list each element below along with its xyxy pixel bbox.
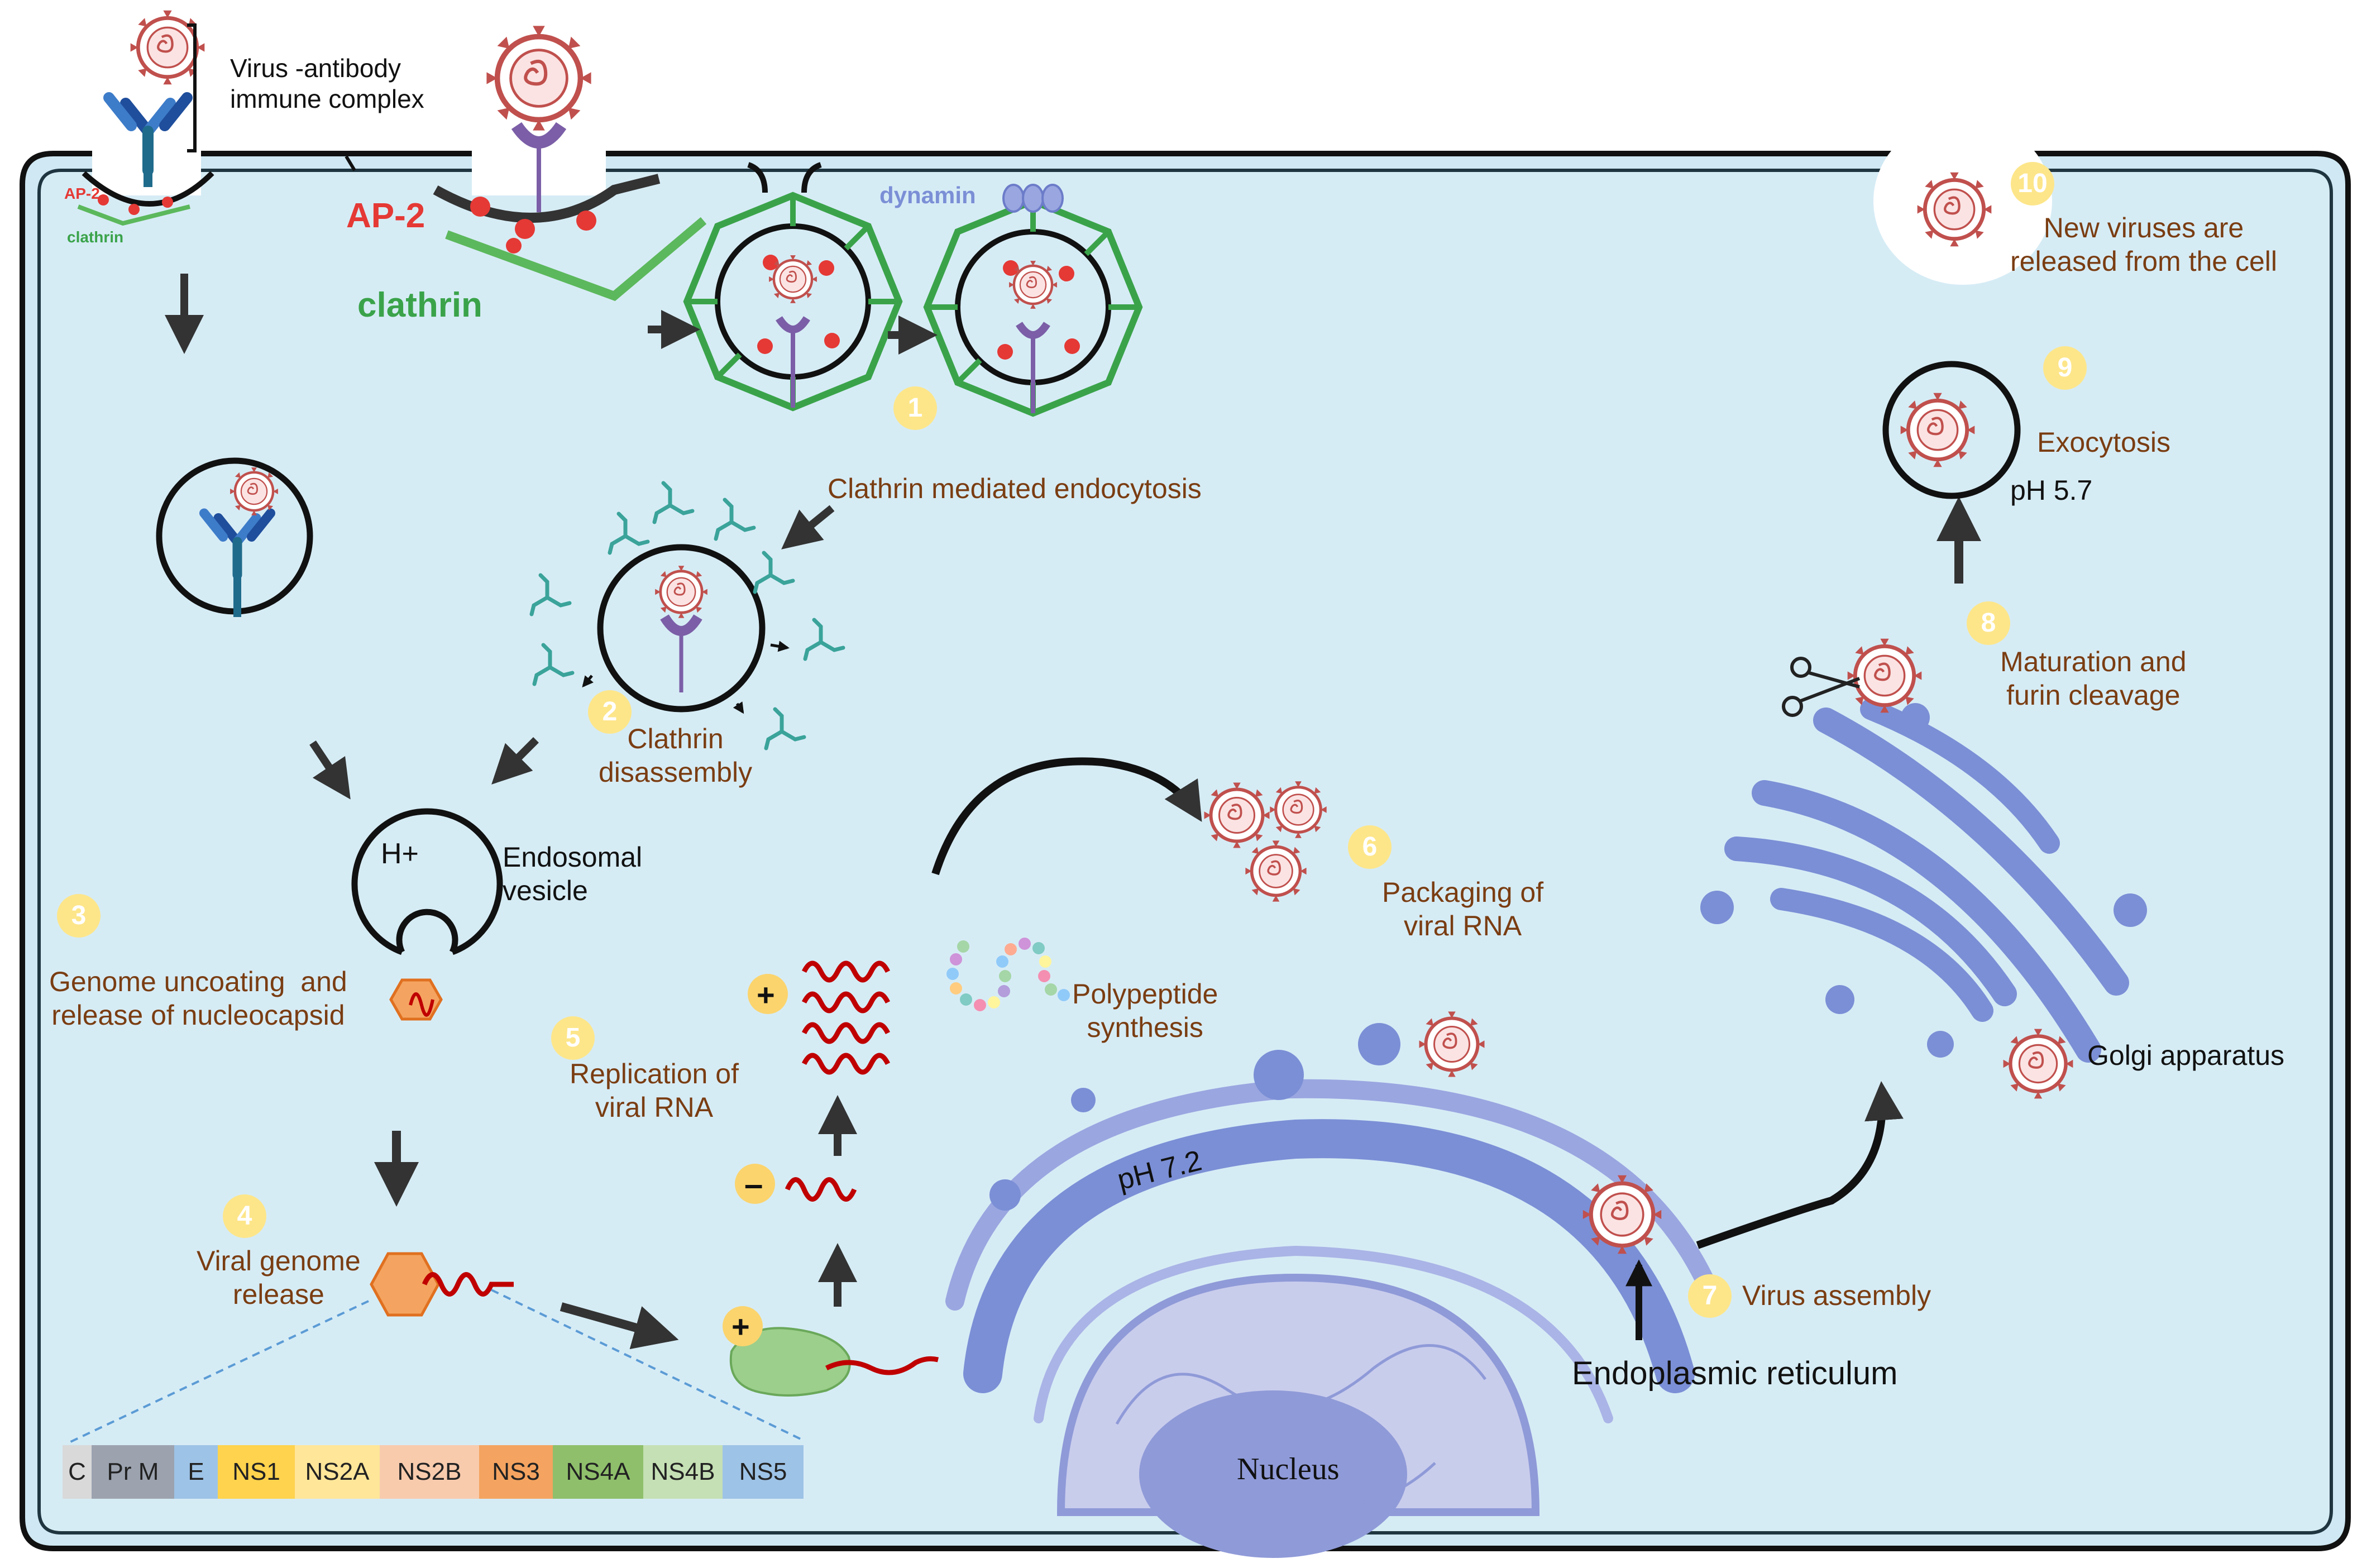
step-badge-6: 6 — [1348, 825, 1392, 869]
clathrin-large-label: clathrin — [357, 286, 482, 324]
ap2-large-label: AP-2 — [346, 197, 425, 235]
genome-segment-ns4b: NS4B — [643, 1445, 723, 1499]
step-badge-3: 3 — [57, 894, 101, 938]
genome-segment-ns4a: NS4A — [553, 1445, 643, 1499]
clathrin-mediated-endocytosis-label: Clathrin mediated endocytosis — [828, 473, 1202, 504]
viral-genome-bar: C Pr M E NS1 NS2A NS2B NS3 NS4A NS4B NS5 — [63, 1445, 804, 1499]
plus-strand-sign-bottom: + — [731, 1309, 750, 1344]
step-badge-10: 10 — [2011, 162, 2054, 205]
step-badge-9: 9 — [2043, 346, 2087, 390]
genome-segment-prm: Pr M — [92, 1445, 174, 1499]
step-badge-2: 2 — [588, 690, 632, 734]
clathrin-disassembly-label: Clathrin disassembly — [599, 723, 753, 788]
minus-strand-sign: – — [744, 1165, 763, 1203]
step-badge-8: 8 — [1967, 601, 2010, 645]
maturation-label: Maturation and furin cleavage — [2000, 646, 2187, 711]
exocytosis-label: Exocytosis — [2037, 427, 2170, 458]
genome-uncoating-label: Genome uncoating and release of nucleoca… — [49, 966, 347, 1031]
immune-complex-label: Virus -antibody immune complex — [230, 54, 424, 114]
genome-segment-ns1: NS1 — [218, 1445, 295, 1499]
endosomal-vesicle-label: Endosomal vesicle — [503, 842, 643, 906]
genome-segment-c: C — [63, 1445, 92, 1499]
h-plus-label: H+ — [381, 838, 419, 870]
step-badge-7: 7 — [1688, 1274, 1732, 1318]
step-badge-5: 5 — [551, 1016, 595, 1060]
packaging-label: Packaging of viral RNA — [1382, 877, 1544, 941]
genome-segment-ns2b: NS2B — [380, 1445, 479, 1499]
dynamin-label: dynamin — [879, 182, 976, 208]
genome-segment-e: E — [174, 1445, 218, 1499]
virus-assembly-label: Virus assembly — [1742, 1280, 1931, 1311]
replication-label: Replication of viral RNA — [570, 1058, 739, 1123]
genome-segment-ns2a: NS2A — [295, 1445, 380, 1499]
golgi-label: Golgi apparatus — [2087, 1040, 2285, 1071]
viral-genome-release-label: Viral genome release — [197, 1245, 361, 1310]
clathrin-small-label: clathrin — [67, 228, 124, 246]
genome-segment-ns3: NS3 — [479, 1445, 553, 1499]
er-label: Endoplasmic reticulum — [1572, 1355, 1898, 1392]
step-badge-1: 1 — [893, 386, 937, 430]
nucleus-label: Nucleus — [1237, 1452, 1340, 1486]
ph57-label: pH 5.7 — [2010, 475, 2093, 506]
genome-segment-ns5: NS5 — [723, 1445, 804, 1499]
ap2-small-label: AP-2 — [64, 185, 100, 202]
plus-strand-sign-top: + — [757, 977, 775, 1012]
polypeptide-label: Polypeptide synthesis — [1072, 978, 1218, 1043]
step-badge-4: 4 — [223, 1194, 266, 1238]
release-label: New viruses are released from the cell — [2010, 212, 2278, 277]
